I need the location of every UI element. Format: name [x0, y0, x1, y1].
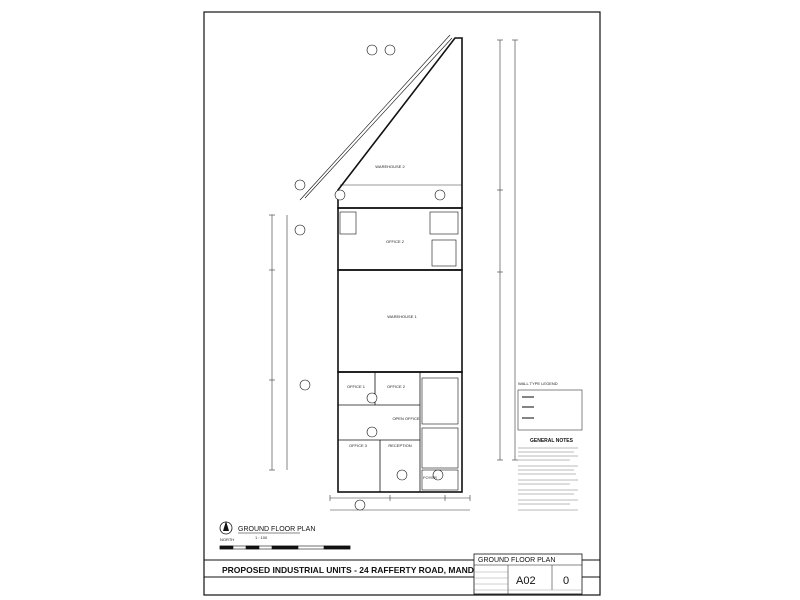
sheet-number: A02	[516, 575, 536, 587]
building-walls	[299, 34, 463, 493]
project-title: PROPOSED INDUSTRIAL UNITS - 24 RAFFERTY …	[222, 565, 498, 575]
room-reception: RECEPTION	[388, 443, 411, 448]
plan-scale: 1 : 100	[255, 535, 268, 540]
north-arrow-icon	[219, 521, 233, 535]
scale-bar	[219, 545, 351, 550]
room-office-b: OFFICE 2	[387, 384, 406, 389]
notes-panel: WALL TYPE LEGEND GENERAL NOTES	[517, 381, 583, 511]
room-office-3: OFFICE 3	[349, 443, 368, 448]
section-markers	[294, 44, 446, 511]
room-open-office: OPEN OFFICE	[392, 416, 419, 421]
title-block-heading: GROUND FLOOR PLAN	[478, 557, 555, 564]
plan-title: GROUND FLOOR PLAN	[238, 526, 315, 533]
title-block	[473, 553, 583, 595]
revision-number: 0	[563, 575, 569, 587]
north-label: NORTH	[220, 537, 234, 542]
dimension-lines	[269, 39, 518, 511]
room-warehouse-1: WAREHOUSE 1	[387, 314, 417, 319]
legend-title: WALL TYPE LEGEND	[518, 381, 558, 386]
room-foyer: FOYER	[423, 475, 437, 480]
room-office-2: OFFICE 2	[386, 239, 405, 244]
general-notes-title: GENERAL NOTES	[530, 438, 574, 444]
sheet-border	[203, 11, 601, 596]
room-office-1: OFFICE 1	[347, 384, 366, 389]
room-warehouse-2: WAREHOUSE 2	[375, 164, 405, 169]
